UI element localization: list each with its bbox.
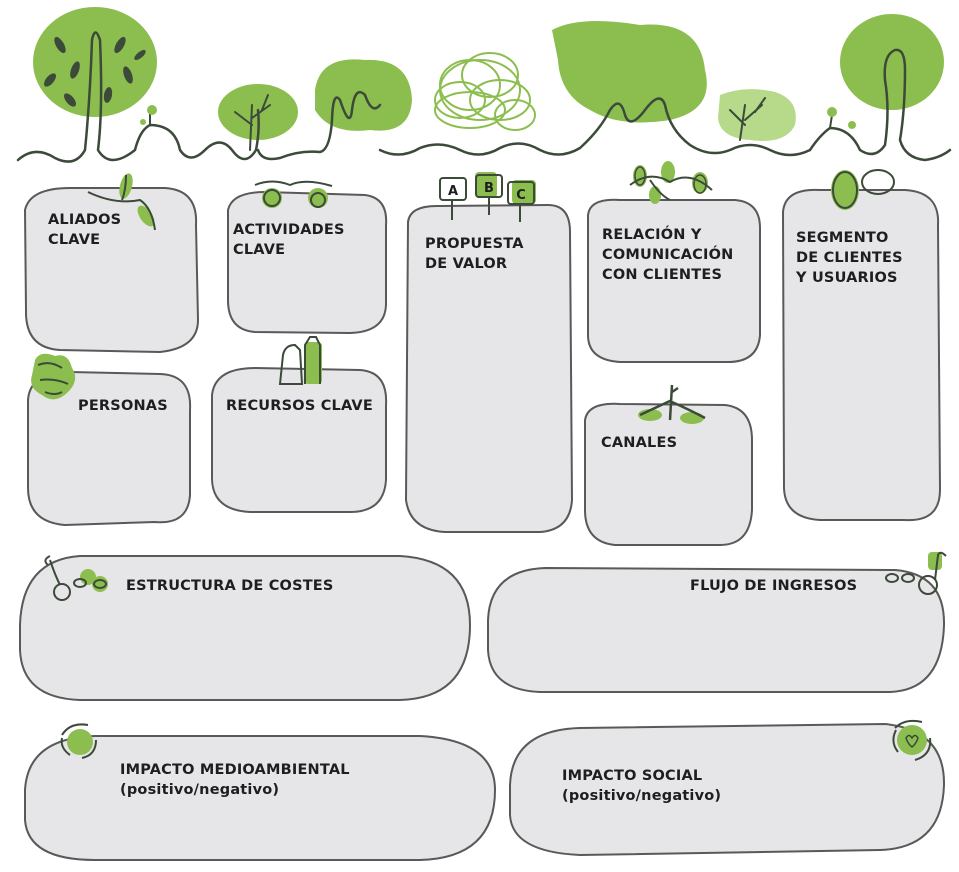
label-personas: PERSONAS: [78, 398, 168, 414]
box-flujo-ingresos: [487, 566, 946, 693]
tree-crown-5: [552, 21, 707, 123]
label-propuesta-valor: PROPUESTA DE VALOR: [425, 236, 524, 272]
label-relacion-clientes: RELACIÓN Y COMUNICACIÓN CON CLIENTES: [602, 227, 734, 283]
label-recursos-clave: RECURSOS CLAVE: [226, 398, 373, 414]
tag-a: A: [448, 184, 458, 199]
box-impacto-social: [509, 722, 946, 857]
box-canales: [584, 402, 753, 546]
impacto-social-title: IMPACTO SOCIAL: [562, 768, 703, 784]
box-relacion-clientes: [587, 198, 761, 363]
box-segmento-clientes: [781, 188, 942, 522]
tree-crown-6: [718, 89, 796, 141]
label-segmento-clientes: SEGMENTO DE CLIENTES Y USUARIOS: [796, 230, 903, 286]
label-aliados-clave: ALIADOS CLAVE: [48, 212, 122, 248]
impacto-medioambiental-subtitle: (positivo/negativo): [120, 782, 280, 798]
plant-icon: [638, 384, 706, 424]
bottles-icon: [278, 336, 322, 385]
tree-crown-7: [840, 14, 944, 110]
box-actividades-clave: [227, 190, 388, 335]
trees-header-illustration: [16, 7, 952, 163]
heart-recycle-icon: [892, 719, 932, 761]
impacto-social-subtitle: (positivo/negativo): [562, 788, 722, 804]
box-impacto-medioambiental: [24, 735, 497, 861]
label-actividades-clave: ACTIVIDADES CLAVE: [233, 222, 345, 258]
coins-icon: [44, 555, 108, 601]
tag-b: B: [484, 181, 494, 196]
fruit-branch-icon: [254, 180, 333, 208]
label-estructura-costes: ESTRUCTURA DE COSTES: [126, 578, 334, 594]
recycle-icon: [60, 723, 97, 759]
abc-tags-icon: A B C: [439, 172, 536, 222]
label-canales: CANALES: [601, 435, 678, 451]
label-impacto-medioambiental: IMPACTO MEDIOAMBIENTAL (positivo/negativ…: [120, 740, 350, 820]
label-impacto-social: IMPACTO SOCIAL (positivo/negativo): [562, 746, 721, 806]
tree-crown-1: [33, 7, 157, 117]
tag-c: C: [516, 188, 526, 203]
box-propuesta-valor: [404, 203, 574, 533]
impacto-medioambiental-title: IMPACTO MEDIOAMBIENTAL: [120, 762, 350, 778]
leaf-cluster-icon: [629, 161, 713, 204]
ground-line: [16, 31, 952, 163]
box-recursos-clave: [211, 366, 388, 513]
leaf-icon: [31, 353, 76, 400]
pear-icon: [831, 169, 895, 210]
sprig-icon: [87, 173, 156, 231]
coins-right-icon: [885, 551, 947, 595]
label-flujo-ingresos: FLUJO DE INGRESOS: [690, 578, 858, 594]
box-estructura-costes: [19, 555, 472, 701]
